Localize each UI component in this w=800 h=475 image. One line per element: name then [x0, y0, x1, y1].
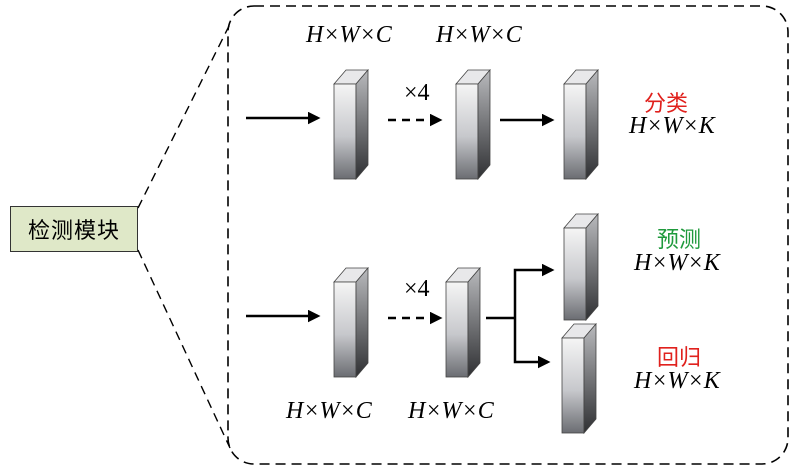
- bottom-repeat-label: ×4: [404, 276, 430, 302]
- bottom-dim-label-2: H×W×C: [408, 398, 494, 424]
- module-dashed-frame: [227, 5, 789, 465]
- regression-label: 回归: [657, 346, 702, 371]
- zoom-line-bottom: [137, 249, 231, 449]
- detection-module-label: 检测模块: [10, 206, 138, 252]
- bottom-dim-label-1: H×W×C: [286, 398, 372, 424]
- top-dim-label-2: H×W×C: [436, 22, 522, 48]
- prediction-label: 预测: [657, 228, 702, 253]
- split-arrow-down: [513, 318, 551, 369]
- feature-block-bottom-1: [333, 266, 369, 379]
- prediction-dim-label: H×W×K: [634, 250, 720, 276]
- feature-block-top-1: [333, 68, 369, 181]
- feature-block-top-2: [455, 68, 491, 181]
- classification-label: 分类: [644, 92, 689, 117]
- feature-block-bottom-2: [445, 266, 481, 379]
- top-repeat-label: ×4: [404, 80, 430, 106]
- top-dim-label-1: H×W×C: [306, 22, 392, 48]
- regression-dim-label: H×W×K: [634, 368, 720, 394]
- zoom-line-top: [137, 23, 231, 209]
- feature-block-regression: [561, 322, 597, 435]
- split-arrow-up: [513, 263, 555, 318]
- feature-block-top-3: [563, 68, 599, 181]
- classification-dim-label: H×W×K: [629, 113, 715, 139]
- feature-block-prediction: [563, 212, 599, 322]
